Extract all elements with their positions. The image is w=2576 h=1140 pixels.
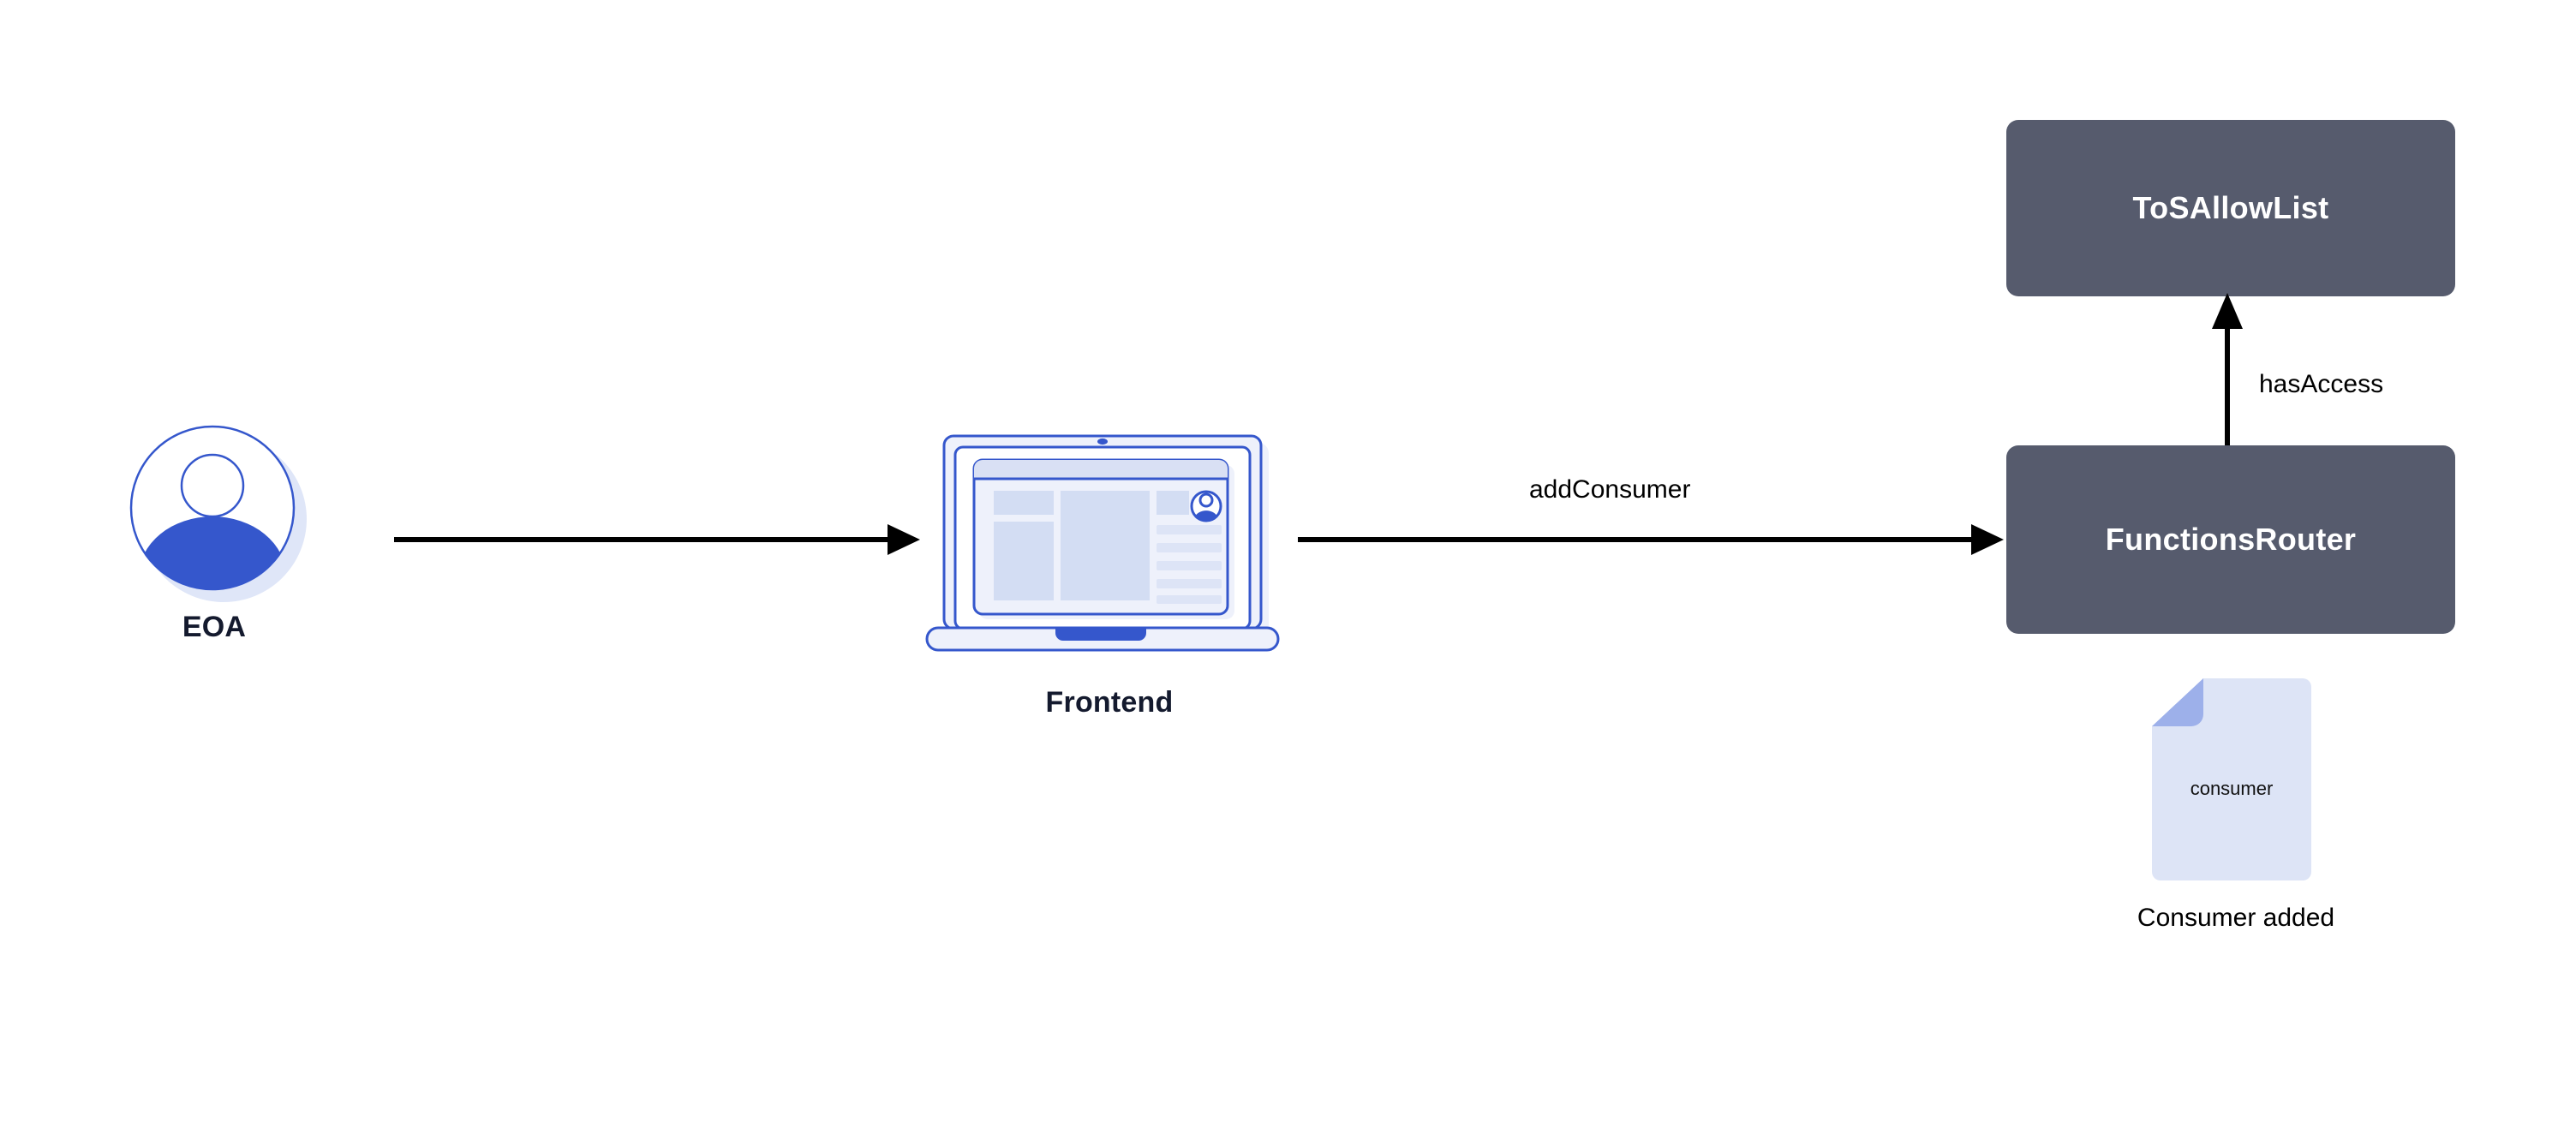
consumer-document-label: consumer xyxy=(2190,778,2274,799)
document-icon xyxy=(2152,678,2311,880)
user-avatar-icon xyxy=(129,425,296,591)
browser-user-avatar-icon xyxy=(1190,490,1222,522)
node-frontend[interactable]: Frontend xyxy=(908,424,1311,719)
arrow-frontend-to-functions-router xyxy=(1298,524,2004,555)
arrow-functions-router-to-tos-allow-list xyxy=(2212,293,2243,454)
edge-label-add-consumer: addConsumer xyxy=(1529,475,1691,504)
contract-box-functions-router[interactable]: FunctionsRouter xyxy=(2006,445,2455,634)
laptop-icon xyxy=(925,434,1280,652)
node-label-eoa: EOA xyxy=(182,611,247,643)
consumer-document-graphic: consumer xyxy=(2150,677,2313,882)
contract-label-tos-allow-list: ToSAllowList xyxy=(2132,190,2329,225)
frontend-laptop xyxy=(921,424,1298,681)
contract-box-tos-allow-list[interactable]: ToSAllowList xyxy=(2006,120,2455,296)
node-consumer-document[interactable]: consumer xyxy=(2150,677,2313,882)
arrow-eoa-to-frontend xyxy=(394,524,920,555)
caption-consumer-added: Consumer added xyxy=(2137,904,2335,932)
edge-label-has-access: hasAccess xyxy=(2259,370,2384,398)
contract-label-functions-router: FunctionsRouter xyxy=(2105,522,2357,557)
node-label-frontend: Frontend xyxy=(1045,686,1174,719)
eoa-avatar xyxy=(129,424,307,602)
node-eoa[interactable]: EOA xyxy=(120,424,308,644)
